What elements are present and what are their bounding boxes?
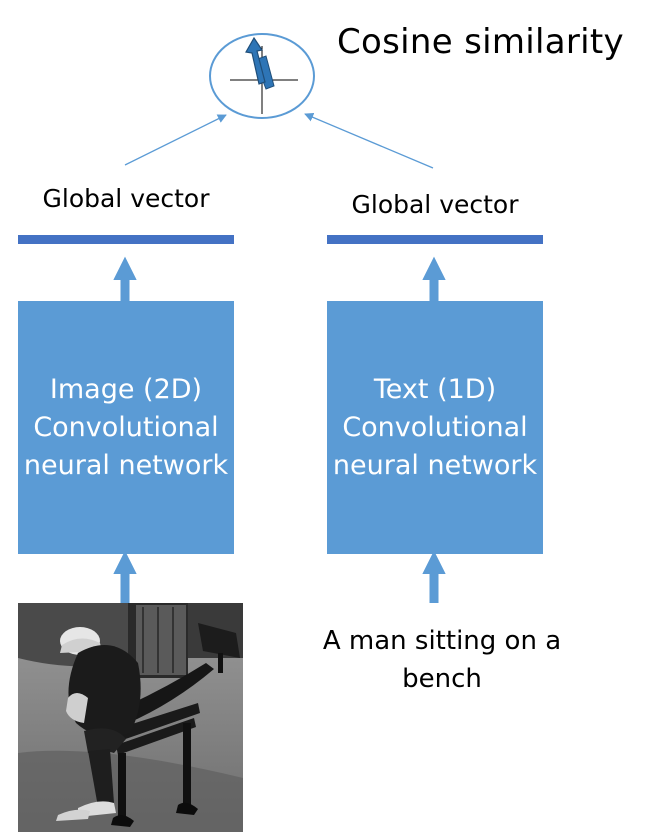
cosine-similarity-icon (209, 33, 315, 119)
text-cnn-line-1: Text (1D) (373, 373, 497, 405)
image-cnn-box: Image (2D) Convolutional neural network (18, 301, 234, 554)
caption-line-2: bench (402, 664, 482, 694)
text-cnn-box: Text (1D) Convolutional neural network (327, 301, 543, 554)
right-global-vector-label: Global vector (351, 190, 519, 219)
input-photo (18, 603, 243, 832)
image-cnn-line-1: Image (2D) (49, 373, 203, 405)
right-connector-arrow (304, 112, 434, 169)
left-connector-arrow (124, 114, 227, 166)
caption-line-1: A man sitting on a (322, 626, 562, 656)
image-cnn-line-2: Convolutional (33, 411, 219, 443)
left-global-vector-bar (18, 235, 234, 244)
right-global-vector-bar (327, 235, 543, 244)
cosine-similarity-title: Cosine similarity (337, 22, 624, 62)
left-global-vector-label: Global vector (42, 184, 210, 213)
text-cnn-line-2: Convolutional (342, 411, 528, 443)
input-text-caption: A man sitting on a bench (292, 622, 592, 698)
image-cnn-line-3: neural network (23, 449, 229, 481)
text-cnn-line-3: neural network (332, 449, 538, 481)
